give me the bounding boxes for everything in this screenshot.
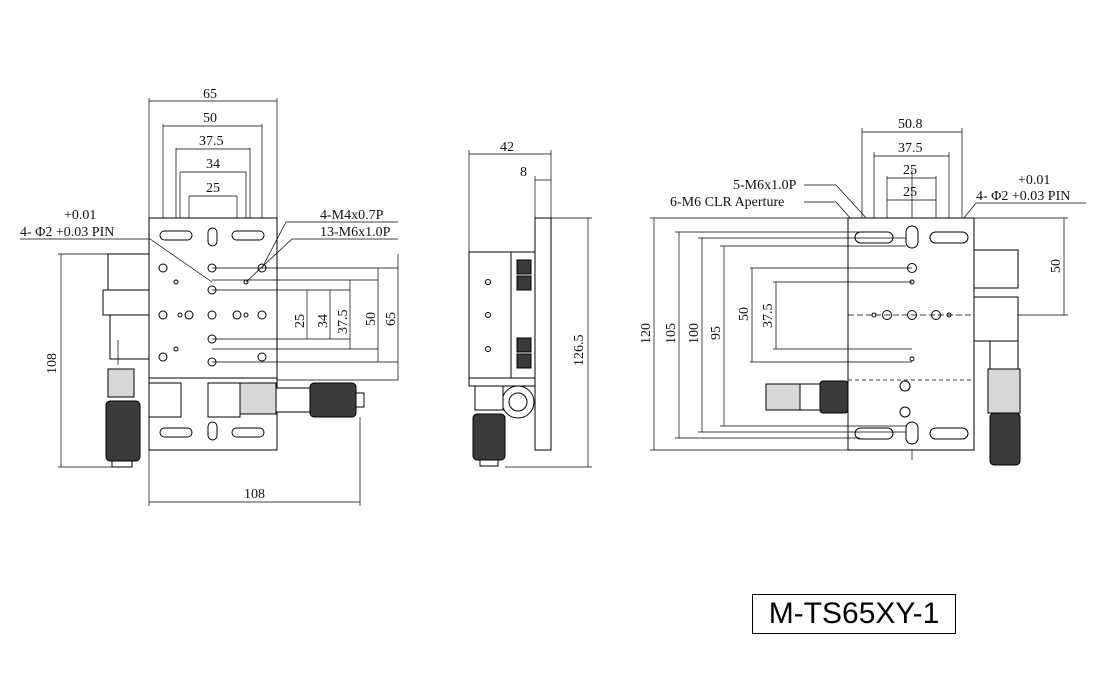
dim-108-bottom: 108: [244, 487, 265, 502]
dim-37-5-bracket-left: 37.5: [761, 304, 776, 329]
side-view: 42 8 126.5: [468, 140, 592, 468]
dim-108-left: 108: [45, 353, 60, 374]
dim-25-bracket-a: 25: [903, 163, 917, 178]
model-label: M-TS65XY-1: [752, 594, 956, 634]
dim-37-5-right: 37.5: [336, 310, 351, 335]
dim-8: 8: [520, 165, 527, 180]
dim-25-right: 25: [293, 314, 308, 328]
dim-25-top: 25: [206, 181, 220, 196]
dim-25-bracket-b: 25: [903, 185, 917, 200]
front-view: 65 50 37.5 34 25: [20, 87, 399, 506]
dim-50-8: 50.8: [898, 117, 923, 132]
bracket-plate: [847, 217, 975, 451]
dim-50-right: 50: [364, 312, 379, 326]
dim-120: 120: [639, 323, 654, 344]
bracket-pin-label: 4- Φ2 +0.03 PIN: [976, 189, 1070, 204]
dim-105: 105: [664, 323, 679, 344]
dim-65-top: 65: [203, 87, 217, 102]
bracket-pin-tolerance: +0.01: [1018, 173, 1050, 188]
dim-50-bracket-right: 50: [1049, 259, 1064, 273]
dim-50-top: 50: [203, 111, 217, 126]
dim-65-right: 65: [384, 312, 399, 326]
dim-95: 95: [709, 326, 724, 340]
front-pin-tolerance: +0.01: [64, 208, 96, 223]
dim-50-bracket-left: 50: [737, 307, 752, 321]
dim-100: 100: [687, 323, 702, 344]
dim-126-5: 126.5: [572, 335, 587, 367]
bracket-view: 50.8 37.5 25 25 5-M6x1.0P 6-M6 CLR Apert…: [639, 117, 1086, 466]
front-callout-m4: 4-M4x0.7P: [320, 208, 384, 223]
dim-42: 42: [500, 140, 514, 155]
front-callout-m6: 13-M6x1.0P: [320, 225, 391, 240]
bracket-callout-m6: 5-M6x1.0P: [733, 178, 797, 193]
dim-34-top: 34: [206, 157, 220, 172]
side-plate: [534, 217, 552, 451]
dim-34-right: 34: [316, 314, 331, 328]
front-pin-label: 4- Φ2 +0.03 PIN: [20, 225, 114, 240]
dim-37-5-bracket: 37.5: [898, 141, 923, 156]
bracket-callout-clr: 6-M6 CLR Aperture: [670, 195, 784, 210]
dim-37-5-top: 37.5: [199, 134, 224, 149]
